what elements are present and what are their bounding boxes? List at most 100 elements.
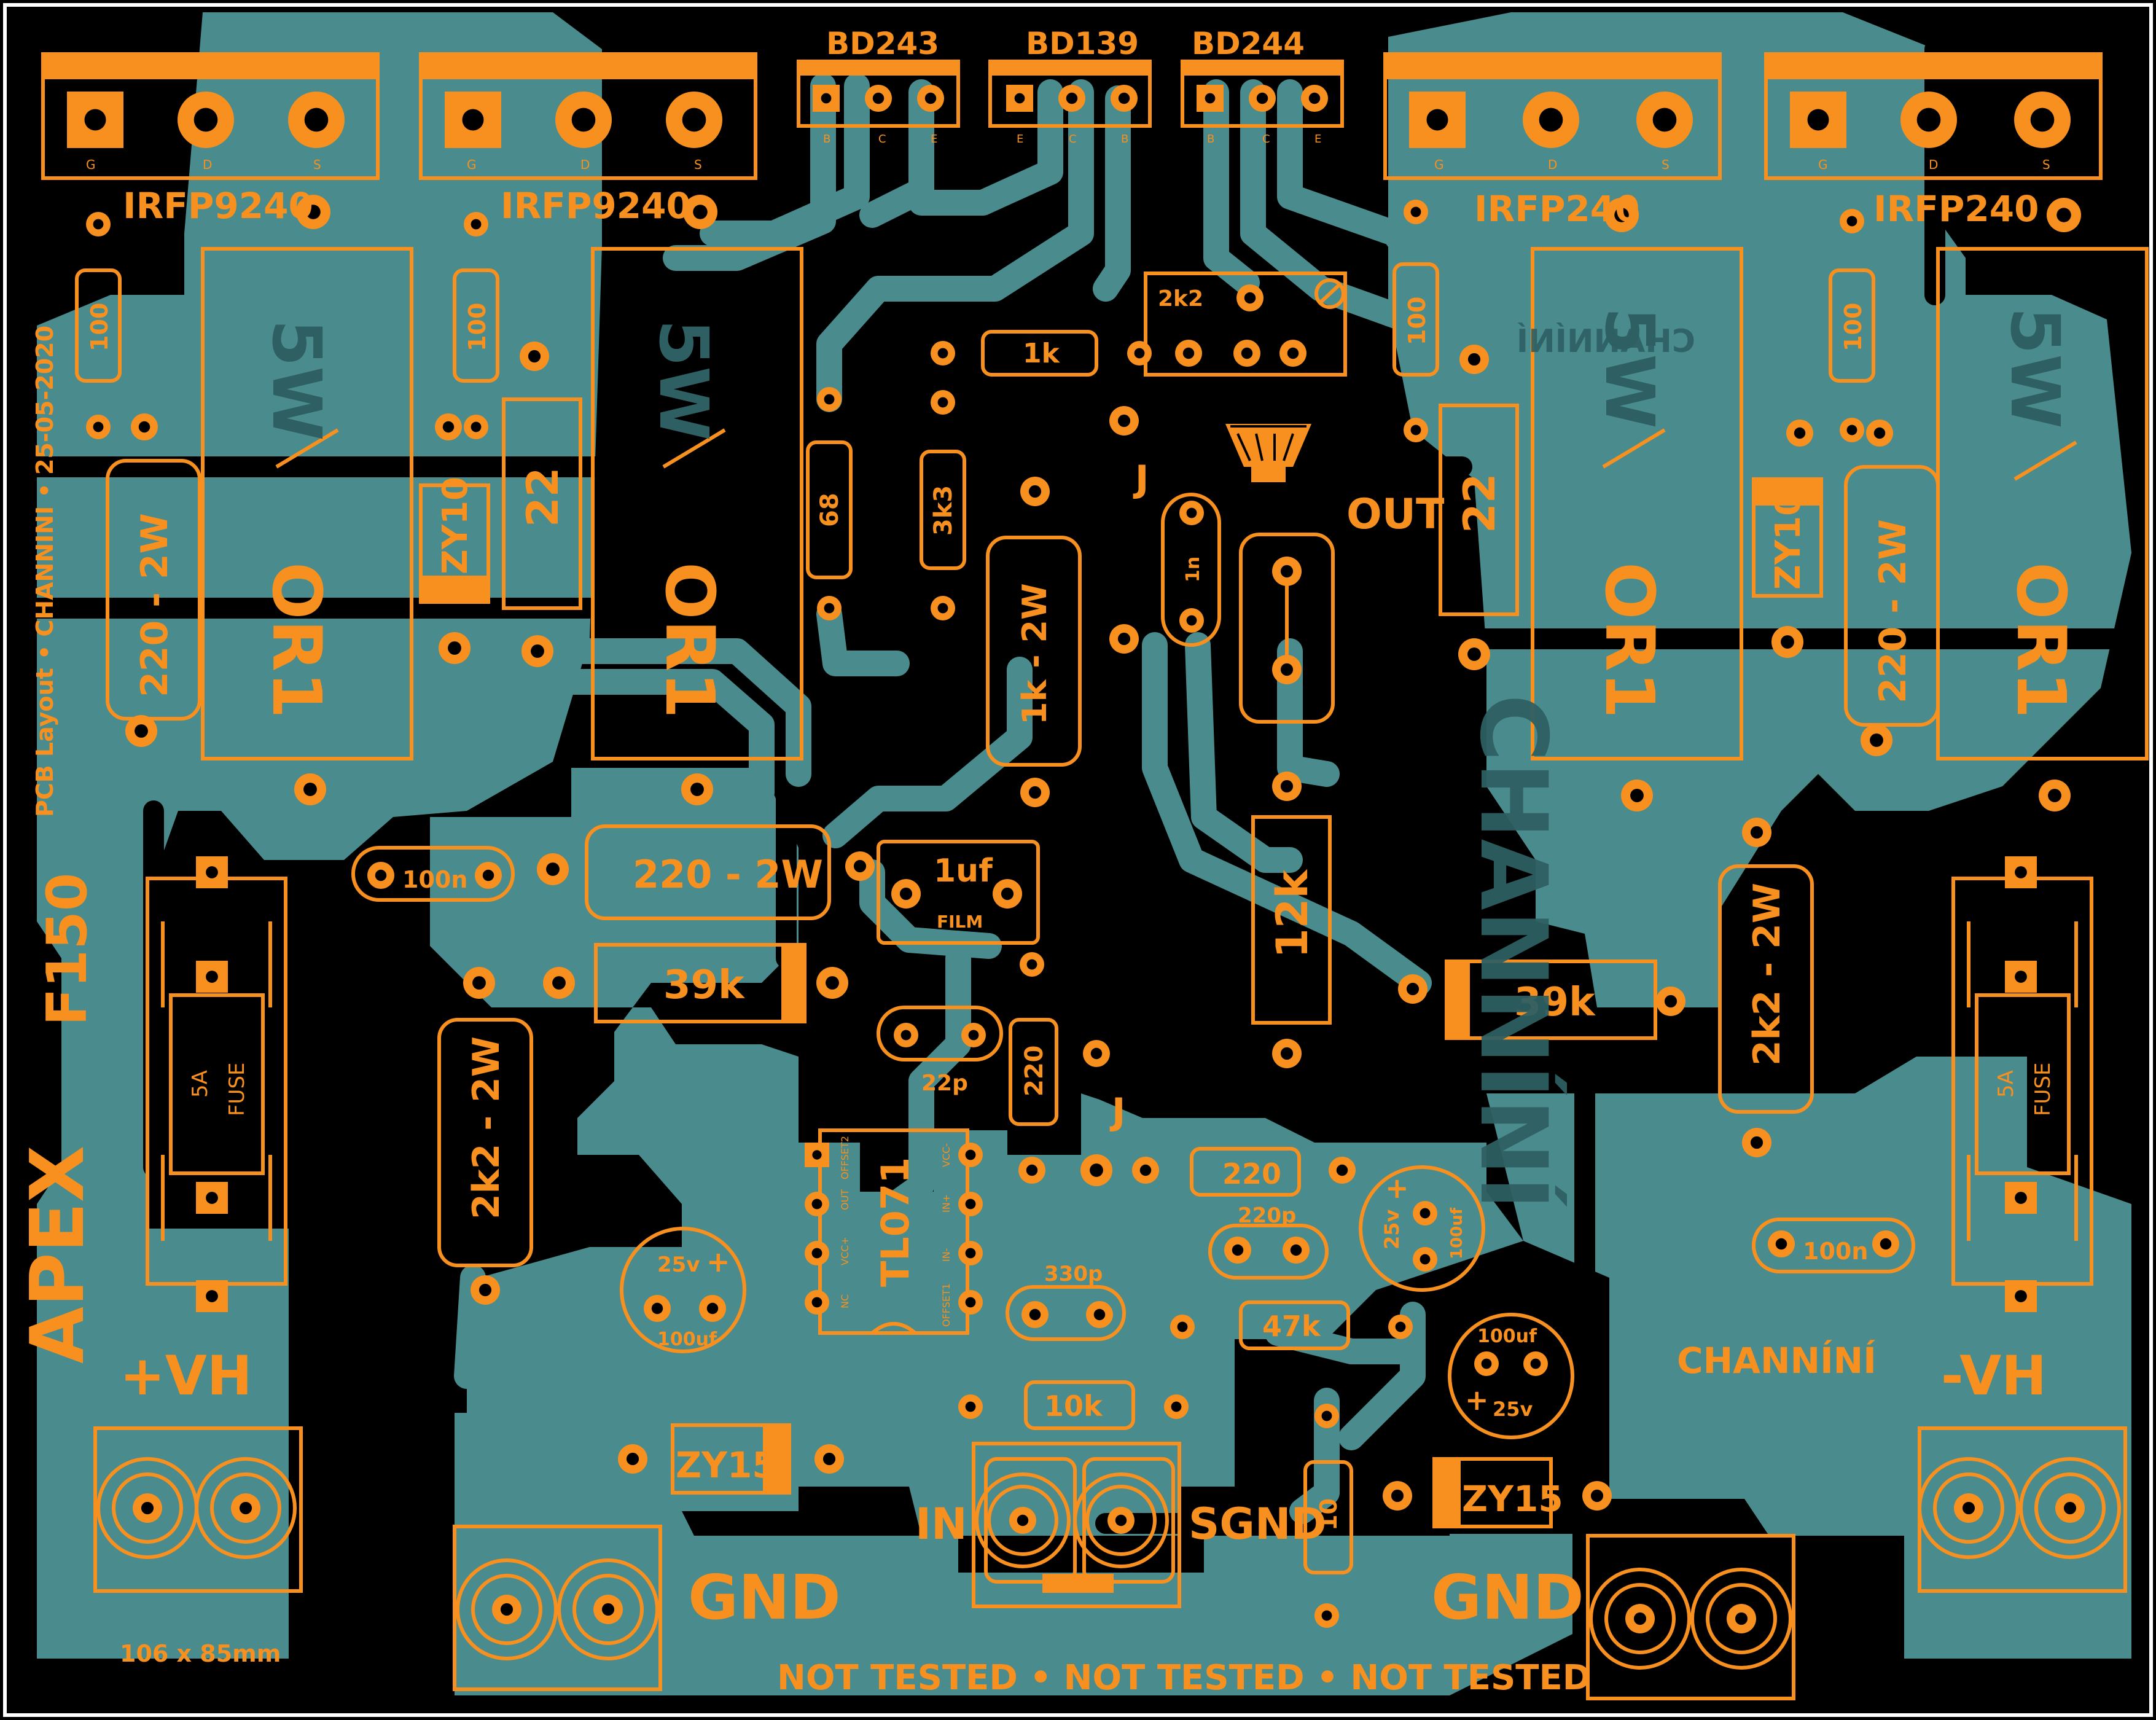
q1-pin-g: G	[86, 157, 96, 172]
in-label: IN	[915, 1499, 967, 1549]
pad-hole	[571, 108, 596, 132]
fuse-b-rating: 5A	[1994, 1070, 2018, 1098]
pad-hole	[1395, 1321, 1406, 1332]
c100n-b-label: 100n	[1803, 1238, 1868, 1265]
pad-hole	[821, 93, 832, 104]
c1uf-label: 1uf	[934, 853, 993, 889]
pad-hole	[1467, 353, 1481, 366]
pad-hole	[1410, 206, 1421, 217]
pad-hole	[899, 887, 913, 901]
out-label: OUT	[1346, 490, 1445, 539]
r47k-label: 47k	[1262, 1310, 1321, 1343]
r5w-b-label: 5W	[644, 319, 723, 441]
pad-hole	[141, 1501, 154, 1515]
zy10-b-label: ZY10	[1768, 492, 1808, 590]
pad-hole	[812, 1150, 822, 1160]
pad-hole	[1029, 1308, 1041, 1321]
or1-b-label: OR1	[650, 562, 729, 719]
pad-hole	[826, 976, 839, 990]
pad-hole	[626, 1452, 639, 1466]
sgnd-label: SGND	[1189, 1499, 1327, 1549]
pad-hole	[1750, 826, 1763, 839]
pad-hole	[1846, 424, 1857, 436]
pad-hole	[1962, 1501, 1975, 1515]
ecap-b-voltage: 25v	[1380, 1209, 1404, 1249]
pad-hole	[1117, 632, 1131, 646]
pad-hole	[472, 976, 486, 990]
r5w-d-label: 5W	[1996, 307, 2074, 429]
pad-hole	[1280, 565, 1294, 578]
pad-hole	[822, 1452, 836, 1466]
bd243-pin-c: C	[878, 133, 886, 146]
q2-label: IRFP9240	[501, 185, 691, 227]
pad-hole	[1093, 1308, 1106, 1321]
q3-pin-g: G	[1434, 157, 1444, 172]
pad-hole	[1775, 1238, 1787, 1250]
pad-hole	[811, 1248, 822, 1259]
pad-hole	[1336, 1164, 1348, 1176]
pad-hole	[2056, 208, 2071, 222]
pad-hole	[1171, 1401, 1182, 1412]
pad-hole	[84, 109, 106, 131]
pad-hole	[853, 859, 867, 873]
pad-hole	[1026, 1164, 1038, 1176]
pad-hole	[93, 421, 104, 432]
q4-pin-s: S	[2042, 157, 2050, 172]
zy10-a-label: ZY10	[435, 477, 475, 574]
r3k3-label: 3k3	[929, 485, 958, 536]
pad-hole	[206, 866, 218, 878]
pad-hole	[1652, 108, 1677, 132]
c330p-label: 330p	[1044, 1262, 1103, 1286]
pad-hole	[1750, 1136, 1763, 1149]
pad-hole	[482, 869, 494, 882]
pad-hole	[1182, 347, 1195, 359]
c220p-label: 220p	[1238, 1203, 1296, 1228]
pad-hole	[500, 1603, 514, 1616]
pad-hole	[1426, 109, 1448, 131]
pad-hole	[1794, 427, 1806, 439]
model-label: F150	[35, 873, 100, 1026]
pad-hole	[968, 1030, 979, 1041]
ic-pin-vcc-neg: VCC-	[940, 1143, 952, 1167]
pad-hole	[239, 1501, 252, 1515]
pad-hole	[601, 1603, 615, 1616]
pad-hole	[682, 108, 706, 132]
pad-hole	[690, 783, 704, 796]
pad-hole	[138, 421, 150, 433]
pad-hole	[1630, 789, 1644, 802]
pad-hole	[1256, 92, 1268, 104]
pad-hole	[965, 1198, 976, 1210]
pad-hole	[471, 219, 482, 230]
vh-neg-label: -VH	[1941, 1344, 2047, 1407]
pad-hole	[531, 644, 544, 658]
r1k-2w-label: 1k - 2W	[1015, 583, 1054, 725]
pad-hole	[1244, 292, 1256, 304]
pad-hole	[478, 1283, 492, 1297]
pad-hole	[965, 1297, 976, 1308]
pad-hole	[193, 108, 218, 132]
pad-hole	[448, 641, 461, 655]
c-film-label: FILM	[937, 912, 983, 932]
pad-hole	[1846, 216, 1857, 227]
r10-label: 10	[1315, 1498, 1342, 1531]
pad-hole	[937, 603, 948, 614]
q1-pin-s: S	[313, 157, 321, 172]
pad-hole	[1014, 93, 1025, 104]
pad-hole	[135, 724, 148, 738]
board-size-label: 106 x 85mm	[120, 1640, 281, 1667]
c22-a-label: 22	[518, 467, 568, 527]
zy15-b-label: ZY15	[1462, 1478, 1563, 1520]
ecap-a-voltage: 25v	[657, 1253, 700, 1277]
bd243-label: BD243	[826, 26, 939, 61]
r100-c-label: 100	[1404, 297, 1431, 345]
pad-hole	[1633, 1612, 1647, 1625]
pad-hole	[1117, 414, 1131, 428]
pad-hole	[937, 348, 948, 359]
pad-hole	[1391, 1489, 1404, 1503]
q2-pin-g: G	[467, 157, 477, 172]
r100-a-label: 100	[86, 303, 113, 351]
ecap-a-value: 100uf	[657, 1329, 717, 1350]
q3-pin-s: S	[1662, 157, 1670, 172]
pad-hole	[693, 205, 708, 219]
ecap-c-plus: +	[1465, 1383, 1489, 1417]
